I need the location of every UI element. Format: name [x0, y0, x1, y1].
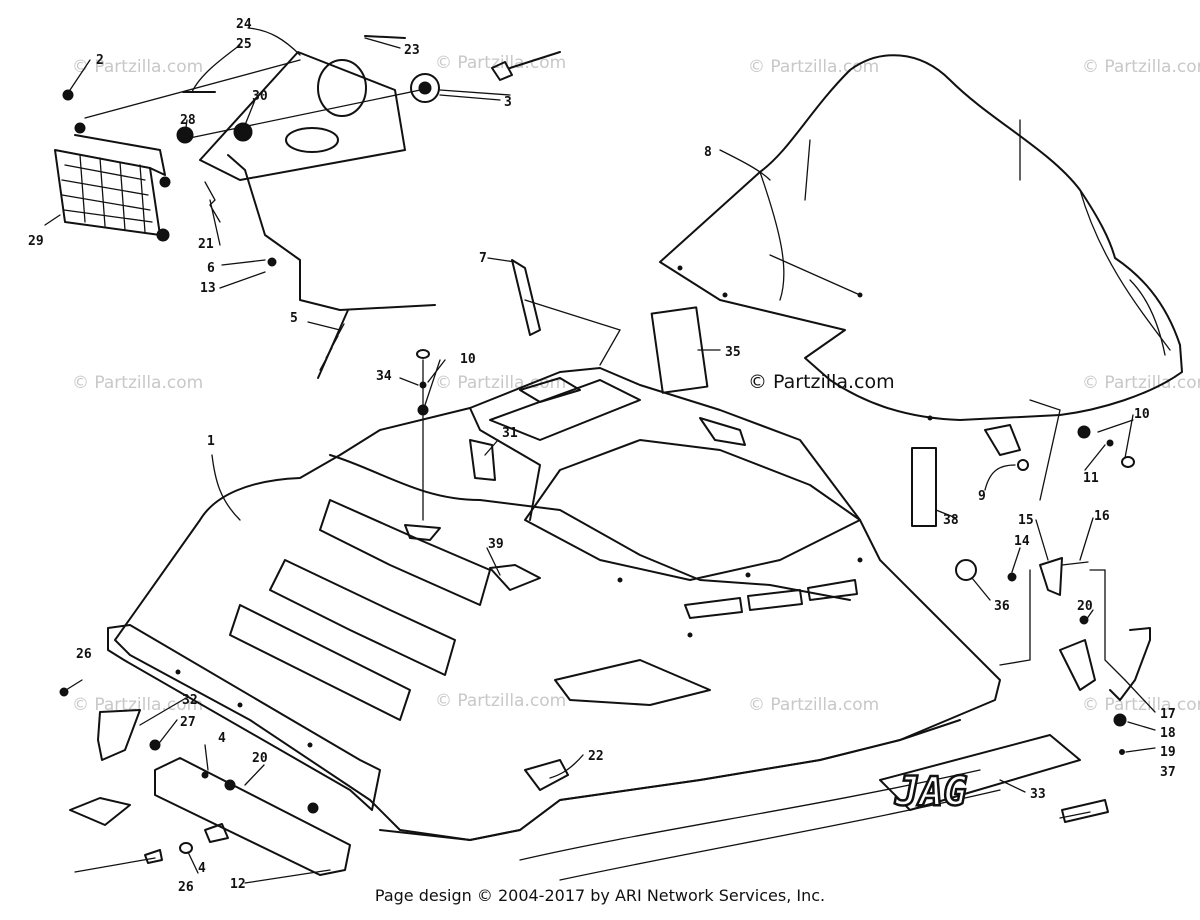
callout-7: 7 — [479, 251, 487, 266]
watermark: © Partzilla.com — [435, 691, 566, 711]
watermark: © Partzilla.com — [748, 695, 879, 715]
leader-lines — [44, 27, 1156, 884]
callout-36: 36 — [994, 599, 1010, 614]
callout-34: 34 — [376, 369, 392, 384]
callout-10-upper: 10 — [460, 352, 476, 367]
callout-25: 25 — [236, 37, 252, 52]
callout-24: 24 — [236, 17, 252, 32]
callout-16: 16 — [1094, 509, 1110, 524]
callout-2: 2 — [96, 53, 104, 68]
callout-31: 31 — [502, 426, 518, 441]
watermarks: © Partzilla.com © Partzilla.com © Partzi… — [72, 53, 1200, 715]
callout-4-lower: 4 — [198, 861, 206, 876]
small-parts — [59, 89, 1151, 876]
watermark: © Partzilla.com — [72, 57, 203, 77]
callout-29: 29 — [28, 234, 44, 249]
callout-20-right: 20 — [1077, 599, 1093, 614]
callout-19: 19 — [1160, 745, 1176, 760]
callout-22: 22 — [588, 749, 604, 764]
callout-27: 27 — [180, 715, 196, 730]
callout-4-upper: 4 — [218, 731, 226, 746]
hood — [107, 367, 1001, 881]
jag-decal-text: JAG — [894, 769, 967, 815]
page-footer: Page design © 2004-2017 by ARI Network S… — [374, 886, 826, 905]
callout-18: 18 — [1160, 726, 1176, 741]
callout-26-lower: 26 — [178, 880, 194, 895]
windshield — [659, 54, 1183, 421]
callout-8: 8 — [704, 145, 712, 160]
callout-28: 28 — [180, 113, 196, 128]
callout-38: 38 — [943, 513, 959, 528]
callout-12: 12 — [230, 877, 246, 892]
watermark: © Partzilla.com — [1082, 373, 1200, 393]
callout-10-right: 10 — [1134, 407, 1150, 422]
callout-30: 30 — [252, 89, 268, 104]
watermark: © Partzilla.com — [435, 373, 566, 393]
watermark: © Partzilla.com — [748, 57, 879, 77]
callout-35: 35 — [725, 345, 741, 360]
callout-5: 5 — [290, 311, 298, 326]
callout-26-upper: 26 — [76, 647, 92, 662]
callout-17: 17 — [1160, 707, 1176, 722]
callout-13: 13 — [200, 281, 216, 296]
callout-15: 15 — [1018, 513, 1034, 528]
headlight-assembly — [54, 35, 561, 379]
callout-6: 6 — [207, 261, 215, 276]
callouts: 1 2 3 4 4 5 6 7 8 9 10 10 11 12 13 14 15… — [28, 17, 1176, 895]
watermark: © Partzilla.com — [72, 695, 203, 715]
callout-21: 21 — [198, 237, 214, 252]
callout-23: 23 — [404, 43, 420, 58]
callout-9: 9 — [978, 489, 986, 504]
callout-14: 14 — [1014, 534, 1030, 549]
callout-32: 32 — [182, 693, 198, 708]
callout-39: 39 — [488, 537, 504, 552]
callout-20-left: 20 — [252, 751, 268, 766]
watermark: © Partzilla.com — [72, 373, 203, 393]
callout-11: 11 — [1083, 471, 1099, 486]
watermark: © Partzilla.com — [1082, 695, 1200, 715]
callout-37: 37 — [1160, 765, 1176, 780]
callout-33: 33 — [1030, 787, 1046, 802]
watermark-main: © Partzilla.com — [748, 371, 895, 393]
callout-3: 3 — [504, 95, 512, 110]
jag-decal: JAG — [879, 734, 1081, 816]
watermark: © Partzilla.com — [1082, 57, 1200, 77]
callout-1: 1 — [207, 434, 215, 449]
